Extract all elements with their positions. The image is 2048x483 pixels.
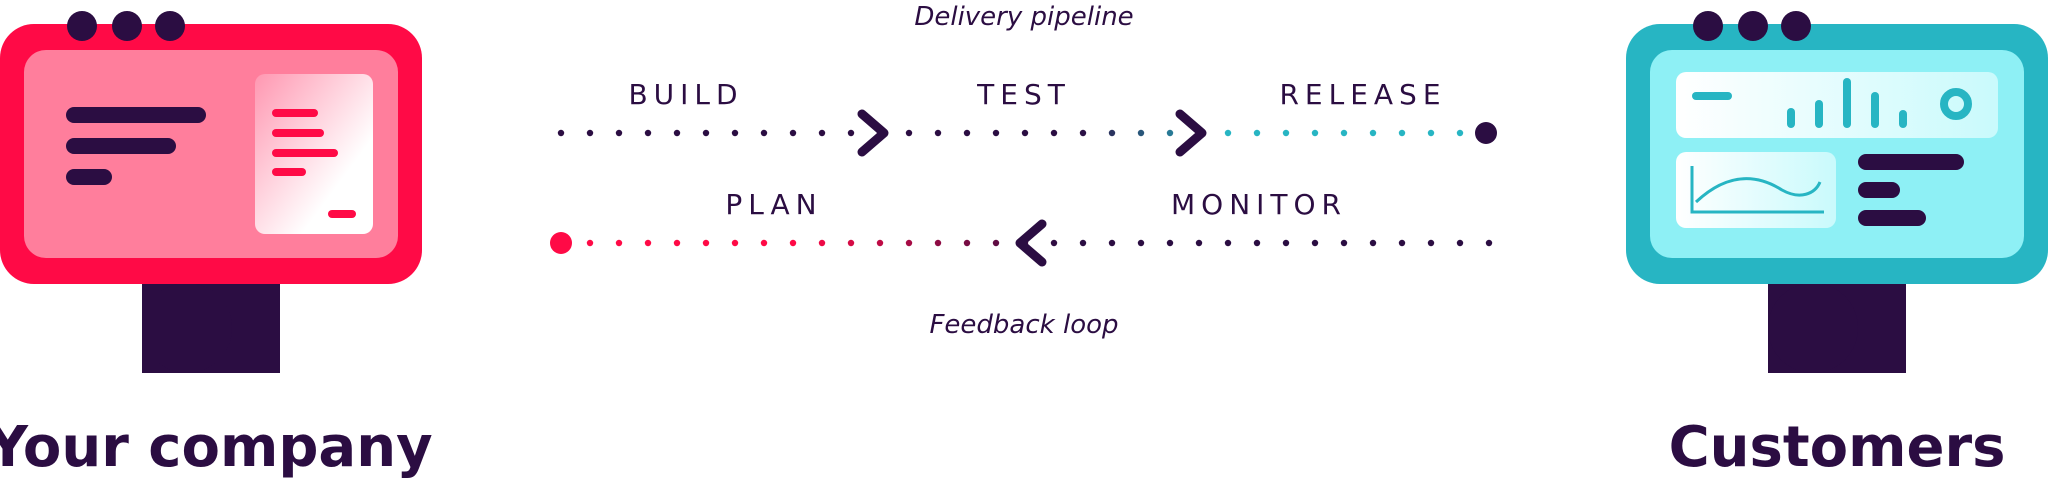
stage-label-build: BUILD	[628, 78, 743, 111]
track-dot	[1398, 129, 1406, 137]
track-dot	[1224, 129, 1232, 137]
chevron-left-icon	[1015, 219, 1047, 267]
track-dot	[644, 239, 652, 247]
chevron-right-icon	[857, 109, 889, 157]
customers-monitor-icon	[1626, 11, 2048, 373]
document-lines-icon	[272, 109, 356, 218]
track-dot	[731, 129, 739, 137]
track-dot	[557, 129, 565, 137]
monitor-stand-curve	[1768, 283, 1858, 373]
track-dot	[1079, 129, 1087, 137]
track-dot	[1282, 129, 1290, 137]
bar-chart-icon	[1787, 78, 1907, 128]
delivery-pipeline-track	[557, 129, 1464, 137]
track-dot	[1311, 239, 1319, 247]
track-dot	[905, 239, 913, 247]
window-dot-icon	[1781, 11, 1811, 41]
track-dot	[1166, 239, 1174, 247]
text-lines-icon	[66, 107, 206, 185]
track-dot	[586, 129, 594, 137]
track-dot	[1311, 129, 1319, 137]
feedback-loop-track	[586, 239, 1493, 247]
track-dot	[1427, 129, 1435, 137]
customers-title: Customers	[1669, 415, 2006, 480]
track-dot	[1108, 129, 1116, 137]
monitor-stand-curve	[142, 283, 232, 373]
feedback-loop-caption: Feedback loop	[929, 310, 1118, 340]
track-dot	[702, 129, 710, 137]
track-dot	[963, 239, 971, 247]
target-icon	[1940, 88, 1972, 120]
feedback-end-dot	[550, 232, 572, 254]
track-dot	[1253, 129, 1261, 137]
track-dot	[673, 239, 681, 247]
delivery-pipeline-caption: Delivery pipeline	[914, 2, 1133, 32]
track-dot	[934, 239, 942, 247]
window-dot-icon	[67, 11, 97, 41]
track-dot	[1137, 239, 1145, 247]
chevron-right-icon	[1175, 109, 1207, 157]
track-dot	[1340, 239, 1348, 247]
your-company-monitor-icon	[0, 11, 422, 373]
track-dot	[1282, 239, 1290, 247]
text-lines-icon	[1858, 154, 1964, 226]
track-dot	[847, 129, 855, 137]
graph-card	[1676, 152, 1836, 228]
track-dot	[876, 239, 884, 247]
window-dot-icon	[155, 11, 185, 41]
stage-label-test: TEST	[976, 78, 1071, 111]
track-dot	[1456, 129, 1464, 137]
track-dot	[731, 239, 739, 247]
track-dot	[1340, 129, 1348, 137]
track-dot	[992, 129, 1000, 137]
stats-card	[1676, 72, 1998, 138]
track-dot	[818, 129, 826, 137]
track-dot	[789, 239, 797, 247]
track-dot	[963, 129, 971, 137]
track-dot	[760, 129, 768, 137]
track-dot	[1485, 239, 1493, 247]
track-dot	[847, 239, 855, 247]
track-dot	[702, 239, 710, 247]
track-dot	[1021, 129, 1029, 137]
track-dot	[615, 129, 623, 137]
track-dot	[615, 239, 623, 247]
stage-label-monitor: MONITOR	[1171, 188, 1347, 221]
track-dot	[1166, 129, 1174, 137]
window-dot-icon	[112, 11, 142, 41]
track-dot	[1427, 239, 1435, 247]
window-dot-icon	[1738, 11, 1768, 41]
stage-label-release: RELEASE	[1279, 78, 1446, 111]
track-dot	[1050, 129, 1058, 137]
track-dot	[1137, 129, 1145, 137]
track-dot	[1253, 239, 1261, 247]
track-dot	[586, 239, 594, 247]
track-dot	[1398, 239, 1406, 247]
track-dot	[1456, 239, 1464, 247]
your-company-title: Your company	[0, 415, 433, 480]
pipeline-end-dot	[1475, 122, 1497, 144]
window-dot-icon	[1693, 11, 1723, 41]
track-dot	[1224, 239, 1232, 247]
track-dot	[1369, 239, 1377, 247]
track-dot	[760, 239, 768, 247]
track-dot	[992, 239, 1000, 247]
track-dot	[1079, 239, 1087, 247]
track-dot	[1050, 239, 1058, 247]
line-graph-icon	[1690, 166, 1824, 214]
track-dot	[934, 129, 942, 137]
track-dot	[1108, 239, 1116, 247]
track-dot	[1195, 239, 1203, 247]
stage-label-plan: PLAN	[725, 188, 822, 221]
track-dot	[789, 129, 797, 137]
track-dot	[905, 129, 913, 137]
track-dot	[644, 129, 652, 137]
track-dot	[673, 129, 681, 137]
track-dot	[1369, 129, 1377, 137]
track-dot	[818, 239, 826, 247]
